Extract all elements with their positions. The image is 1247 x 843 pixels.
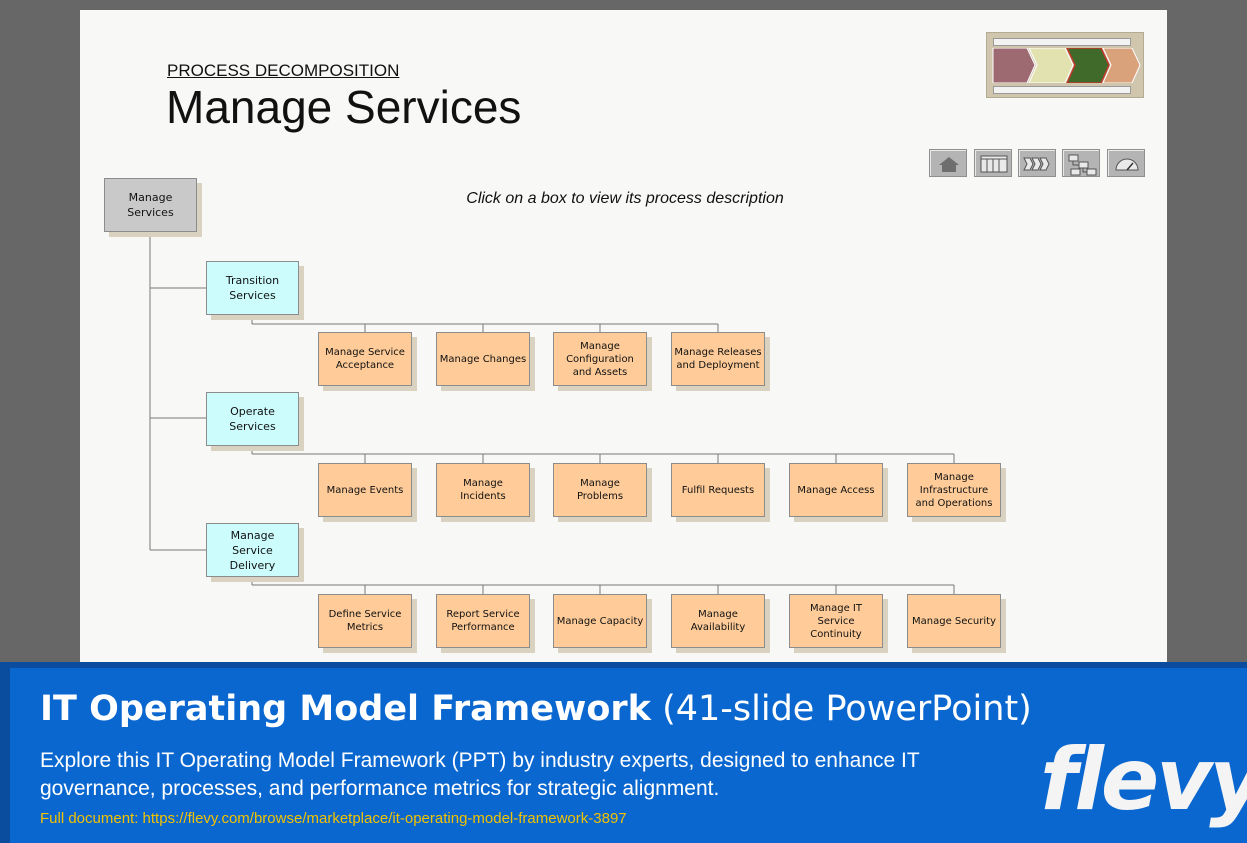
thumbnail-bottom-bar xyxy=(993,86,1131,94)
banner-description: Explore this IT Operating Model Framewor… xyxy=(40,749,920,800)
slide: PROCESS DECOMPOSITION Manage Services xyxy=(80,10,1167,662)
box-manage-capacity[interactable]: Manage Capacity xyxy=(553,594,647,648)
slide-subtitle: PROCESS DECOMPOSITION xyxy=(167,61,400,80)
home-button[interactable] xyxy=(929,149,967,177)
gauge-icon xyxy=(1115,158,1139,171)
banner-document-link[interactable]: Full document: https://flevy.com/browse/… xyxy=(40,810,627,827)
instruction-text: Click on a box to view its process descr… xyxy=(466,190,784,207)
box-manage-problems[interactable]: Manage Problems xyxy=(553,463,647,517)
thumbnail-chevrons xyxy=(992,48,1141,83)
box-manage-availability[interactable]: Manage Availability xyxy=(671,594,765,648)
banner-title: IT Operating Model Framework (41-slide P… xyxy=(40,689,1032,729)
columns-icon xyxy=(980,155,1008,173)
home-icon xyxy=(939,157,959,172)
gauge-button[interactable] xyxy=(1107,149,1145,177)
banner-title-light: (41-slide PowerPoint) xyxy=(662,689,1032,729)
banner-title-bold: IT Operating Model Framework xyxy=(40,689,651,729)
box-manage-releases-and-deployment[interactable]: Manage Releases and Deployment xyxy=(671,332,765,386)
hierarchy-connectors xyxy=(149,232,955,594)
promo-banner xyxy=(0,662,1247,843)
box-fulfil-requests[interactable]: Fulfil Requests xyxy=(671,463,765,517)
slide-title: Manage Services xyxy=(166,81,522,133)
value-chain-thumbnail[interactable] xyxy=(986,32,1144,98)
box-define-service-metrics[interactable]: Define Service Metrics xyxy=(318,594,412,648)
box-report-service-performance[interactable]: Report Service Performance xyxy=(436,594,530,648)
box-manage-events[interactable]: Manage Events xyxy=(318,463,412,517)
box-manage-infrastructure-and-operations[interactable]: Manage Infrastructure and Operations xyxy=(907,463,1001,517)
flevy-logo[interactable]: flevy xyxy=(1040,730,1247,830)
box-manage-service-acceptance[interactable]: Manage Service Acceptance xyxy=(318,332,412,386)
box-manage-incidents[interactable]: Manage Incidents xyxy=(436,463,530,517)
box-operate-services[interactable]: Operate Services xyxy=(206,392,299,446)
hierarchy-icon xyxy=(1068,154,1097,176)
box-manage-it-service-continuity[interactable]: Manage IT Service Continuity xyxy=(789,594,883,648)
box-manage-service-delivery[interactable]: Manage Service Delivery xyxy=(206,523,299,577)
columns-button[interactable] xyxy=(974,149,1012,177)
thumbnail-top-bar xyxy=(993,38,1131,46)
box-manage-services[interactable]: Manage Services xyxy=(104,178,197,232)
chevrons-icon xyxy=(1023,157,1050,171)
box-manage-access[interactable]: Manage Access xyxy=(789,463,883,517)
hierarchy-button[interactable] xyxy=(1062,149,1100,177)
box-manage-configuration-and-assets[interactable]: Manage Configuration and Assets xyxy=(553,332,647,386)
box-transition-services[interactable]: Transition Services xyxy=(206,261,299,315)
promo-banner-inner xyxy=(10,668,1247,843)
chevrons-button[interactable] xyxy=(1018,149,1056,177)
box-manage-changes[interactable]: Manage Changes xyxy=(436,332,530,386)
box-manage-security[interactable]: Manage Security xyxy=(907,594,1001,648)
